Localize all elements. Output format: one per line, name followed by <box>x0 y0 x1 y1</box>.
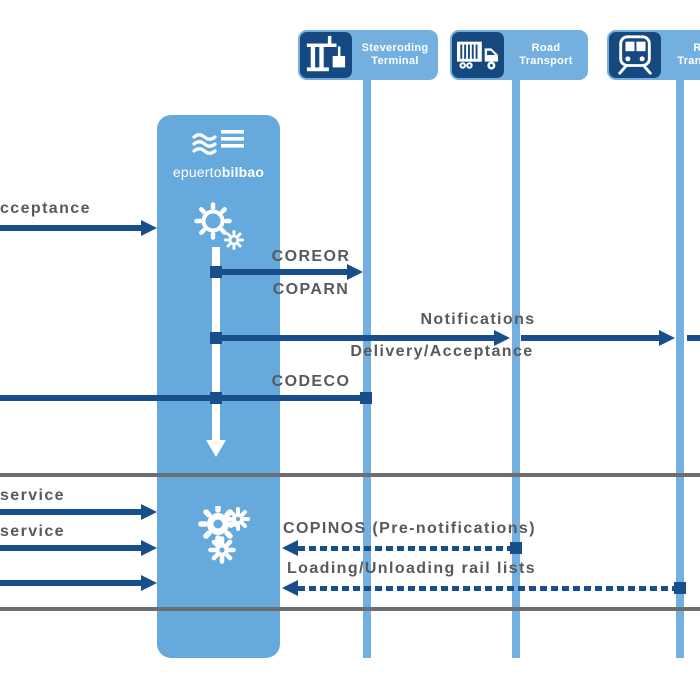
connector-square <box>674 582 686 594</box>
actor-stevedoring-terminal: Steveroding Terminal <box>298 30 438 80</box>
epuertobilbao-logo-text: epuertobilbao <box>172 164 265 180</box>
message-label-copinos: COPINOS (Pre-notifications) <box>283 520 536 537</box>
message-label-loading-unloading: Loading/Unloading rail lists <box>287 560 536 577</box>
actor-rail-transport: Rail Transport <box>607 30 700 80</box>
arrowhead-icon <box>659 330 675 346</box>
train-icon <box>609 32 661 78</box>
actor-road-transport: Road Transport <box>450 30 588 80</box>
arrowhead-icon <box>347 264 363 280</box>
message-label-acceptance: cceptance <box>0 200 91 217</box>
dashed-arrow-loading <box>298 586 677 591</box>
actor-label: Road Transport <box>519 41 573 67</box>
line-codeco <box>0 395 372 401</box>
arrow-service-2 <box>0 545 141 551</box>
arrow-acceptance <box>0 225 141 231</box>
truck-icon <box>452 32 504 78</box>
arrowhead-icon <box>282 580 298 596</box>
arrow-coreor-coparn <box>216 269 347 275</box>
arrowhead-icon <box>141 575 157 591</box>
actor-label: Steveroding Terminal <box>361 41 429 67</box>
arrowhead-icon <box>282 540 298 556</box>
arrowhead-icon <box>141 540 157 556</box>
message-label-service-2: service <box>0 523 65 540</box>
message-label-service-1: service <box>0 487 65 504</box>
connector-square <box>360 392 372 404</box>
message-label-notifications: Notifications <box>420 311 536 328</box>
connector-square <box>510 542 522 554</box>
lifeline-terminal <box>363 80 371 658</box>
message-label-delivery-acceptance: Delivery/Acceptance <box>350 343 534 360</box>
arrowhead-icon <box>141 504 157 520</box>
message-label-coreor: COREOR <box>271 248 351 265</box>
arrow-service-3 <box>0 580 141 586</box>
down-arrow-icon <box>206 440 226 457</box>
gears-solid-icon <box>198 503 252 573</box>
dashed-arrow-copinos <box>298 546 513 551</box>
arrowhead-icon <box>494 330 510 346</box>
arrow-notifications-1 <box>216 335 494 341</box>
message-label-codeco: CODECO <box>271 373 351 390</box>
arrow-service-1 <box>0 509 141 515</box>
divider-bottom <box>0 607 700 611</box>
crane-terminal-icon <box>300 32 352 78</box>
arrow-notifications-2 <box>521 335 659 341</box>
arrowhead-icon <box>141 220 157 236</box>
connector-square <box>210 266 222 278</box>
lifeline-road <box>512 80 520 658</box>
message-label-coparn: COPARN <box>272 281 350 298</box>
epuertobilbao-logo: epuertobilbao <box>157 128 280 180</box>
waves-logo-icon <box>191 130 247 160</box>
actor-label: Rail Transport <box>677 41 700 67</box>
gears-outline-icon <box>194 202 246 255</box>
arrow-notifications-3 <box>687 335 700 341</box>
divider-top <box>0 473 700 477</box>
connector-square <box>210 332 222 344</box>
lifeline-rail <box>676 80 684 658</box>
connector-square <box>210 392 222 404</box>
